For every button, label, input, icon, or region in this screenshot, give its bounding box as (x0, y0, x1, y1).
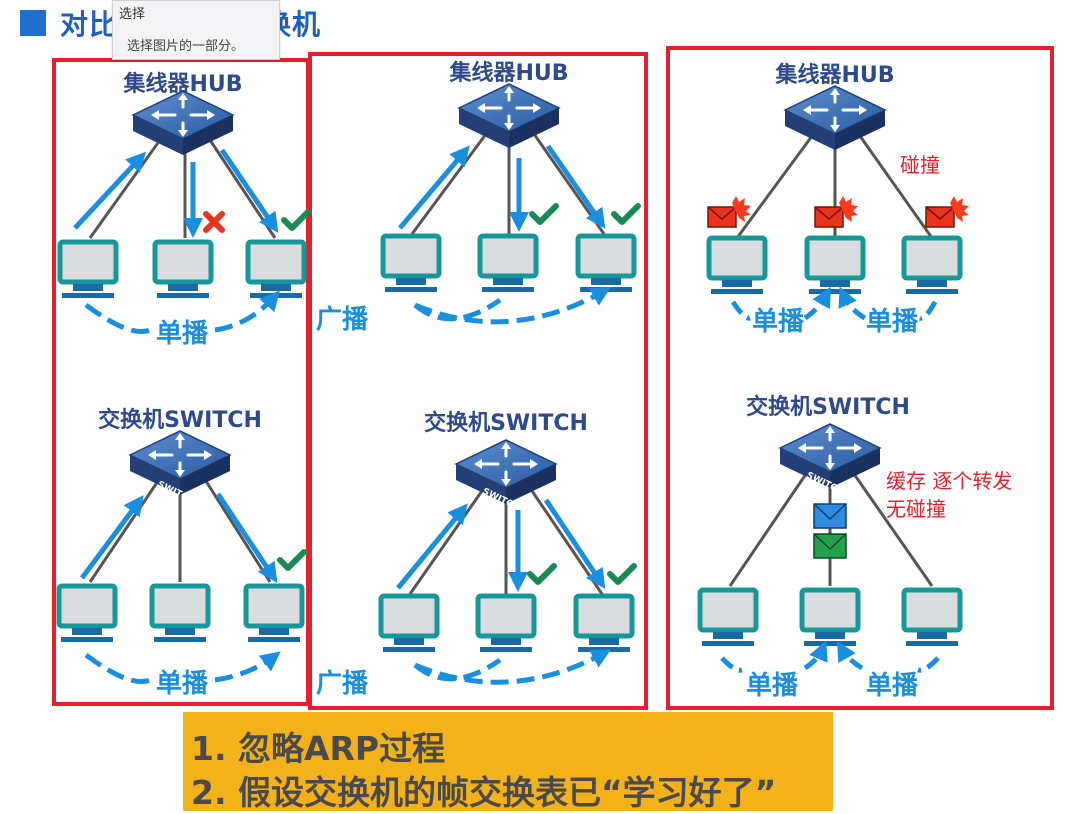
switch-label-broadcast: 交换机SWITCH (424, 410, 588, 436)
hub-icon (457, 82, 561, 150)
switch-icon (454, 438, 558, 506)
unicast-arc (840, 646, 940, 673)
pc-icon (246, 586, 302, 642)
check-icon (530, 566, 554, 582)
switch-icon (778, 422, 882, 490)
note-line-2: 2. 假设交换机的帧交换表已“学习好了” (191, 773, 777, 812)
envelope-icon (925, 195, 970, 228)
unicast-arc (720, 646, 824, 673)
title-marker (20, 10, 46, 36)
unicast-arc (84, 295, 276, 335)
pc-icon (700, 590, 756, 646)
hub-icon (783, 84, 887, 152)
unicast-arc (84, 655, 276, 685)
pc-icon (383, 236, 439, 292)
mode-label-collision-top-right: 单播 (866, 307, 919, 337)
check-icon (532, 206, 556, 222)
panel-broadcast (308, 52, 648, 710)
flow-arrows-hub-unicast (73, 148, 279, 238)
pc-icon (709, 238, 765, 294)
pc-icon (576, 596, 632, 652)
pc-icon (152, 586, 208, 642)
pc-icon (904, 590, 960, 646)
switch-note-no-collision: 无碰撞 (886, 497, 946, 521)
pc-icon (480, 236, 536, 292)
selection-tooltip: 选择 选择图片的一部分。 (112, 0, 280, 60)
switch-label-collision: 交换机SWITCH (746, 394, 910, 420)
envelope-icon (707, 195, 752, 228)
pc-icon (59, 586, 115, 642)
switch-note-buffer: 缓存 逐个转发 (886, 469, 1012, 493)
flow-arrows-hub-broadcast (398, 144, 606, 232)
envelope-icon (813, 533, 847, 559)
pc-icon (155, 242, 211, 298)
cross-icon (206, 214, 222, 230)
notes-banner: 1. 忽略ARP过程 2. 假设交换机的帧交换表已“学习好了” (183, 712, 833, 812)
panel-collision (666, 46, 1054, 710)
pc-icon (904, 238, 960, 294)
switch-icon (128, 429, 232, 497)
mode-label-broadcast-top: 广播 (316, 305, 369, 335)
mode-label-collision-bottom-left: 单播 (746, 671, 799, 701)
note-line-1: 1. 忽略ARP过程 (191, 729, 446, 768)
check-icon (284, 212, 308, 228)
envelope-icon (813, 503, 847, 529)
tooltip-title: 选择 (119, 7, 146, 22)
switch-label-unicast: 交换机SWITCH (98, 407, 262, 433)
pc-icon (248, 242, 304, 298)
broadcast-arc (413, 290, 606, 325)
mode-label-collision-bottom-right: 单播 (866, 671, 919, 701)
flow-arrows-switch-unicast (79, 492, 278, 583)
broadcast-arc (413, 652, 606, 685)
pc-icon (578, 236, 634, 292)
hub-label-collision: 集线器HUB (774, 62, 894, 88)
hub-icon (131, 89, 235, 157)
flow-arrows-switch-broadcast (396, 498, 606, 592)
mode-label-collision-top-left: 单播 (752, 307, 805, 337)
pc-icon (802, 590, 858, 646)
pc-icon (807, 238, 863, 294)
hub-label-broadcast: 集线器HUB (448, 60, 568, 86)
check-icon (610, 566, 634, 582)
mode-label-unicast-bottom: 单播 (156, 669, 209, 699)
pc-icon (381, 596, 437, 652)
check-icon (280, 552, 304, 568)
pc-icon (60, 242, 116, 298)
collision-note: 碰撞 (900, 153, 940, 177)
mode-label-unicast-top: 单播 (156, 319, 209, 349)
tooltip-description: 选择图片的一部分。 (127, 39, 245, 54)
unicast-arc (842, 292, 938, 321)
pc-icon (478, 596, 534, 652)
mode-label-broadcast-bottom: 广播 (316, 669, 369, 699)
check-icon (614, 206, 638, 222)
